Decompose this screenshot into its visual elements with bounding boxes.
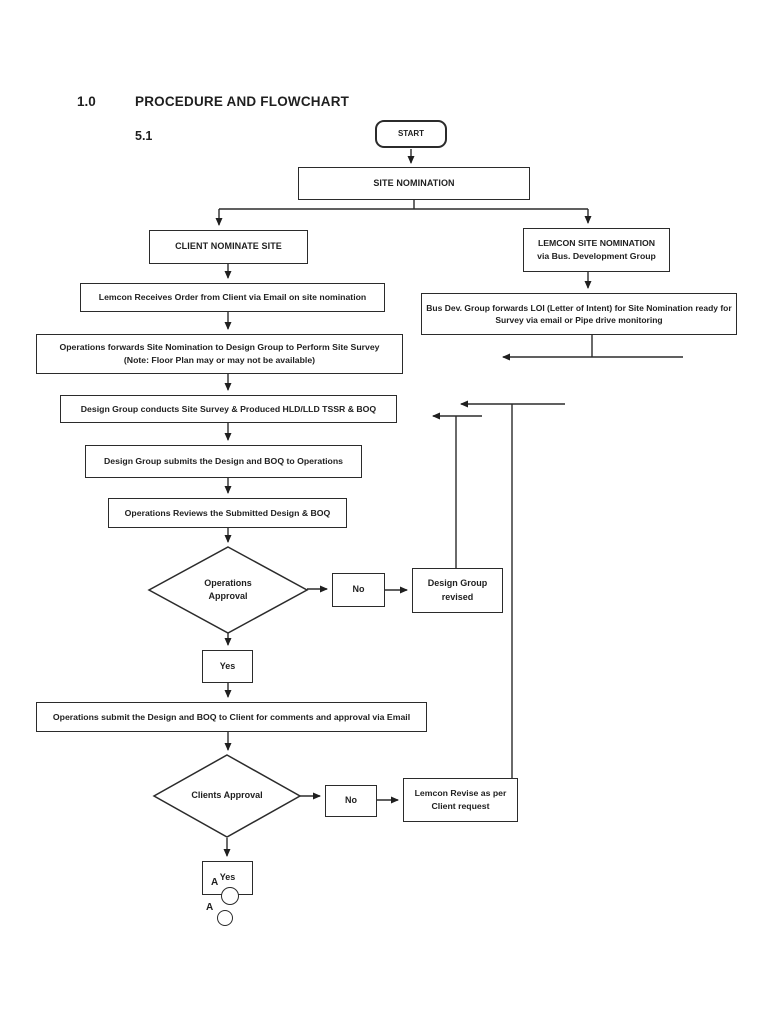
decision-operations-approval-label: Operations Approval bbox=[204, 577, 252, 602]
node-start: START bbox=[375, 120, 447, 148]
node-busdev-forwards-loi: Bus Dev. Group forwards LOI (Letter of I… bbox=[421, 293, 737, 335]
section-number: 5.1 bbox=[135, 129, 153, 143]
node-client-nominate-site: CLIENT NOMINATE SITE bbox=[149, 230, 308, 264]
heading-number: 1.0 bbox=[77, 94, 96, 109]
node-lemcon-receives-order: Lemcon Receives Order from Client via Em… bbox=[80, 283, 385, 312]
decision-clients-approval-label: Clients Approval bbox=[191, 790, 263, 801]
node-site-nomination: SITE NOMINATION bbox=[298, 167, 530, 200]
node-yes-operations: Yes bbox=[202, 650, 253, 683]
node-operations-forwards: Operations forwards Site Nomination to D… bbox=[36, 334, 403, 374]
page-title: PROCEDURE AND FLOWCHART bbox=[135, 94, 350, 109]
node-no-operations: No bbox=[332, 573, 385, 607]
offpage-connector-a-label-top: A bbox=[211, 877, 219, 888]
offpage-connector-circle-top bbox=[221, 887, 239, 905]
node-design-group-conducts: Design Group conducts Site Survey & Prod… bbox=[60, 395, 397, 423]
node-design-group-submits: Design Group submits the Design and BOQ … bbox=[85, 445, 362, 478]
offpage-connector-circle-bottom bbox=[217, 910, 233, 926]
node-no-clients: No bbox=[325, 785, 377, 817]
node-operations-submit-to-client: Operations submit the Design and BOQ to … bbox=[36, 702, 427, 732]
node-design-group-revised: Design Group revised bbox=[412, 568, 503, 613]
offpage-connector-a-label-bottom: A bbox=[206, 902, 214, 913]
node-lemcon-site-nomination: LEMCON SITE NOMINATION via Bus. Developm… bbox=[523, 228, 670, 272]
node-operations-reviews: Operations Reviews the Submitted Design … bbox=[108, 498, 347, 528]
node-lemcon-revise: Lemcon Revise as per Client request bbox=[403, 778, 518, 822]
